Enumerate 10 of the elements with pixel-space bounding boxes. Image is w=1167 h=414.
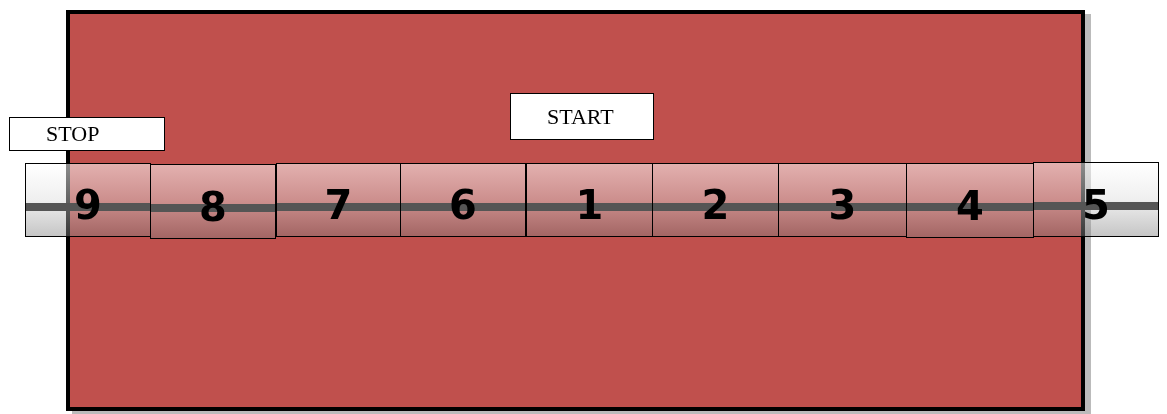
cell-number: 7 <box>324 181 353 225</box>
cell-number: 2 <box>701 181 730 225</box>
label-box: START <box>510 93 654 140</box>
label-box: STOP <box>9 117 165 151</box>
cell-number: 4 <box>956 181 984 226</box>
cell-number: 8 <box>199 182 227 227</box>
cell-number: 1 <box>575 181 604 225</box>
cell-number: 9 <box>74 181 102 225</box>
cell-number: 3 <box>828 181 857 225</box>
cell-number: 6 <box>449 181 477 225</box>
